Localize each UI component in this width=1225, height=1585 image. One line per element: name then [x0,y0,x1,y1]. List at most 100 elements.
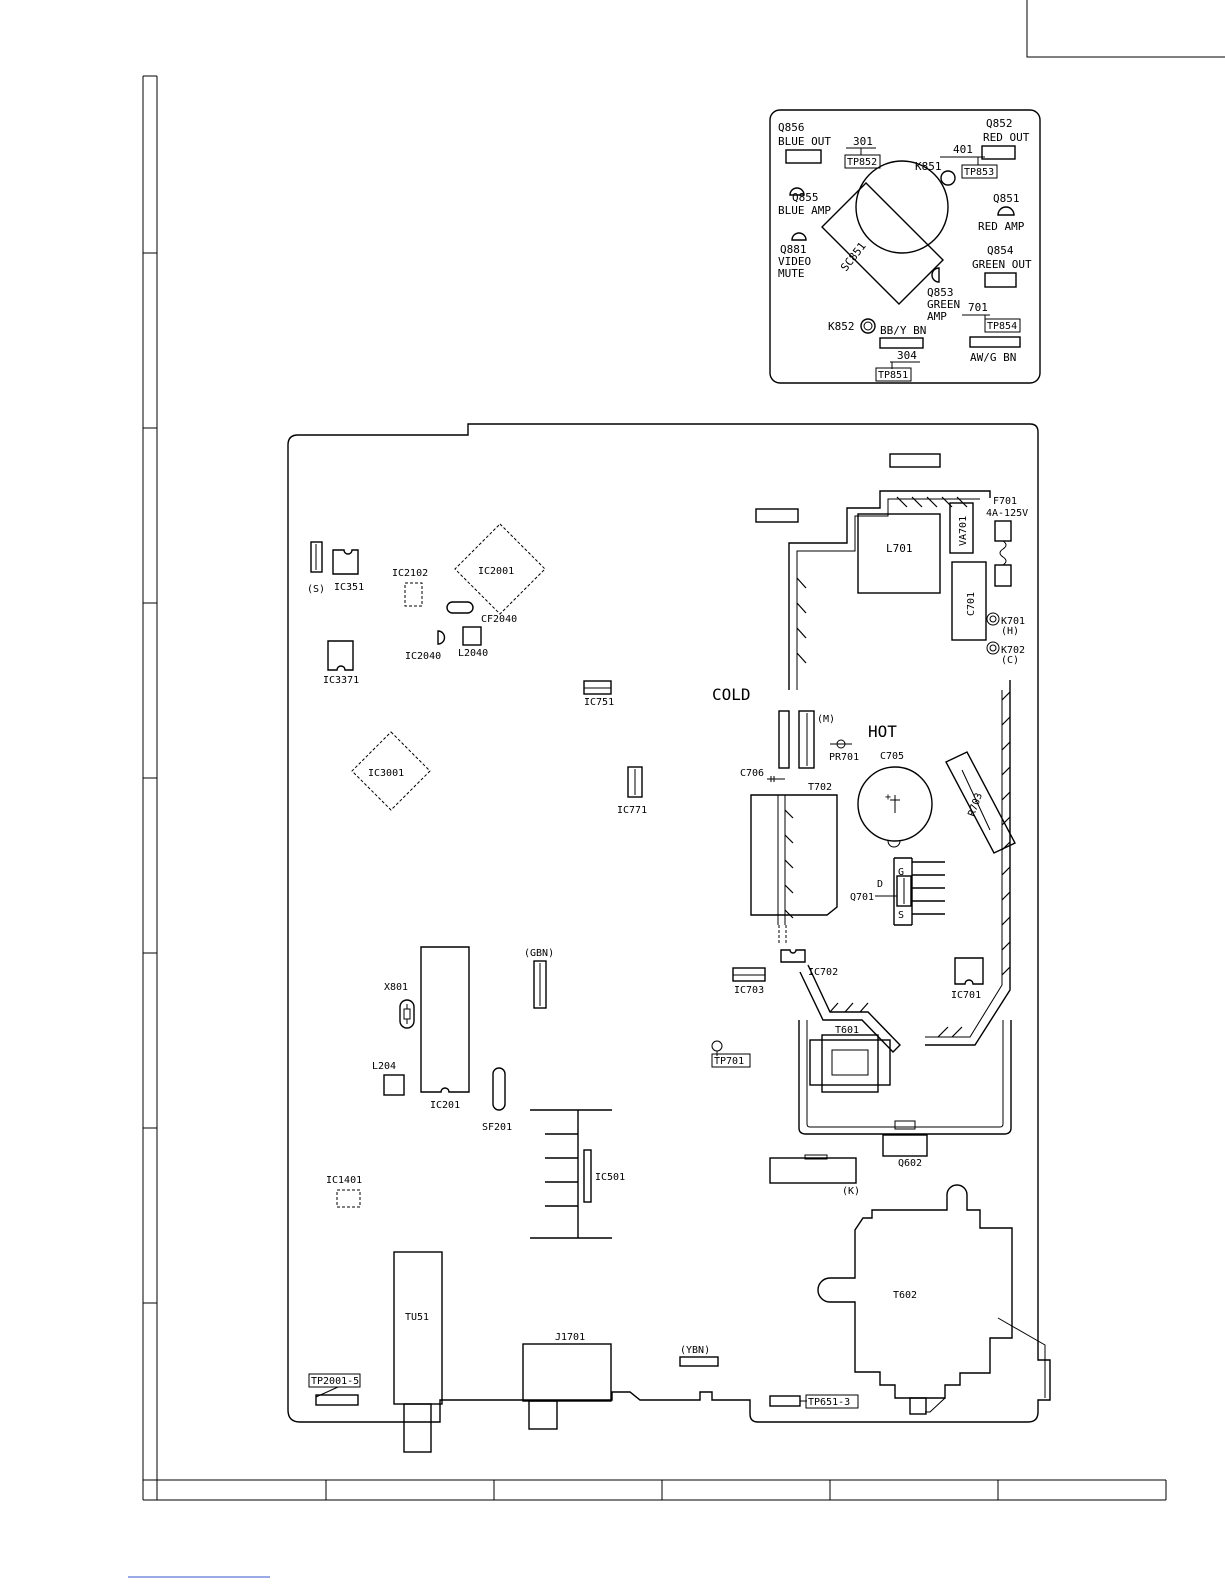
q852-label: Q852 [986,117,1013,130]
ic2040-label: IC2040 [405,651,441,662]
pr701-label: PR701 [829,752,859,763]
mute-label: MUTE [778,267,805,280]
j1701-jack [522,1343,612,1402]
k-label: (K) [842,1186,860,1197]
tp2001-5-box [308,1373,361,1388]
tp852-box [844,154,881,169]
crt-socket-body [821,182,944,305]
h-label: (H) [1001,626,1019,637]
sf201-label: SF201 [482,1122,512,1133]
ic751-label: IC751 [584,697,614,708]
q701-label: Q701 [850,892,874,903]
page-frame [142,75,1167,1501]
s-label: (S) [307,584,325,595]
t601-transformer [809,1039,891,1086]
blue-out-label: BLUE OUT [778,135,831,148]
q851-label: Q851 [993,192,1020,205]
ic501-label: IC501 [595,1172,625,1183]
pr701-resistor [836,739,846,749]
t601-label: T601 [835,1025,859,1036]
fuse-rating-label: 4A-125V [986,508,1028,519]
q602-transistor [882,1134,928,1157]
t601-shield [798,1020,1012,1135]
q701-s-label: S [898,910,904,921]
ic1401-footprint [336,1189,361,1208]
tp854-label: TP854 [987,321,1017,332]
ybn-label: (YBN) [680,1345,710,1356]
q855-label: Q855 [792,191,819,204]
c705-plus: + [885,792,891,803]
k851-label: K851 [915,160,942,173]
video-label: VIDEO [778,255,811,268]
hatch-left-vertical [796,577,807,664]
bby-bn-label: BB/Y BN [880,324,926,337]
q853-label: Q853 [927,286,954,299]
t602-flyback [817,1184,1013,1399]
l701-label: L701 [886,542,913,555]
l204-label: L204 [372,1061,396,1072]
l2040-inductor [462,626,482,646]
ic201-label: IC201 [430,1100,460,1111]
c701-capacitor [951,561,987,641]
main-board: F701 4A-125V VA701 L701 C701 K701 (H) K7… [287,423,1051,1453]
tp701-box [711,1053,751,1068]
t702-transformer [750,794,838,916]
red-out-label: RED OUT [983,131,1030,144]
isolation-boundary-lower [799,964,901,1053]
f701-fuse-bottom [994,564,1012,587]
gbn-label: (GBN) [524,948,554,959]
q701-g-label: G [898,867,904,878]
tu51-tuner [393,1251,443,1405]
label-304: 304 [897,349,917,362]
crt-socket-circle [855,160,949,254]
tp701-label: TP701 [714,1056,744,1067]
bby-bn-connector [879,337,924,349]
ic3001-label: IC3001 [368,768,404,779]
tp651-3-box [805,1394,859,1409]
ic201-chip [420,946,470,1093]
q854-label: Q854 [987,244,1014,257]
amp-label: AMP [927,310,947,323]
ic702-label: IC702 [808,967,838,978]
tp651-3-label: TP651-3 [808,1397,850,1408]
s-connector [310,541,323,573]
ic2040-chip [437,630,446,645]
q881-transistor [791,232,807,241]
ic3371-label: IC3371 [323,675,359,686]
q701-transistor [896,875,912,907]
m-connector [798,710,815,769]
c706-label: C706 [740,768,764,779]
l701-inductor [857,513,941,594]
ic501-heatsink [530,1109,612,1239]
ic1401-label: IC1401 [326,1175,362,1186]
va701-varistor [949,502,974,554]
ic2001-label: IC2001 [478,566,514,577]
ybn-connector [679,1356,719,1367]
c705-label: C705 [880,751,904,762]
ic2102-label: IC2102 [392,568,428,579]
ic771-label: IC771 [617,805,647,816]
k-connector [769,1157,857,1184]
top-connector-1 [889,453,941,468]
k702-label: K702 [1001,645,1025,656]
tp2001-5-label: TP2001-5 [311,1376,359,1387]
f701-fuse-wire [999,540,1007,566]
ic701-label: IC701 [951,990,981,1001]
q854-transistor [984,272,1017,288]
q701-d-label: D [877,879,883,890]
ic771-chip [627,766,643,798]
green-label: GREEN [927,298,960,311]
awg-bn-label: AW/G BN [970,351,1016,364]
q881-label: Q881 [780,243,807,256]
title-box [1026,0,1225,58]
c701-label: C701 [966,592,977,616]
t602-label: T602 [893,1290,917,1301]
cold-label: COLD [712,685,751,704]
k701-label: K701 [1001,616,1025,627]
ic2102-footprint [404,582,423,607]
tp2001-5-pad [315,1394,359,1406]
ic702-chip [780,949,806,963]
label-401: 401 [953,143,973,156]
label-301: 301 [853,135,873,148]
